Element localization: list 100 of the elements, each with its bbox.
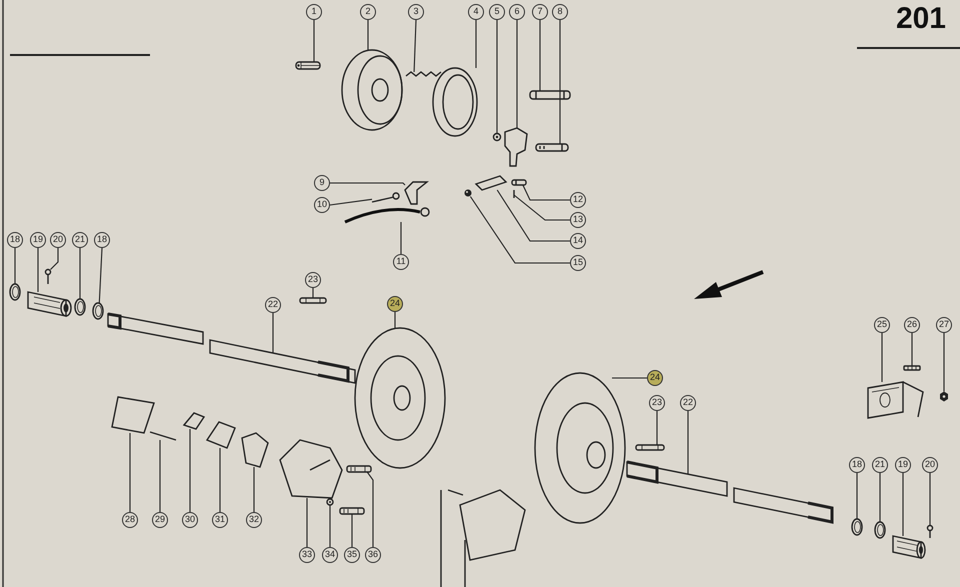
leader-line — [98, 248, 103, 304]
caliper-drawing — [279, 439, 343, 499]
leader-line — [351, 514, 353, 547]
callout-number: 1 — [306, 4, 322, 20]
grease-nipple-drawing — [44, 268, 52, 284]
callout-number: 28 — [122, 512, 138, 528]
callout-number: 15 — [570, 255, 586, 271]
leader-line — [272, 313, 274, 353]
washer-drawing — [326, 498, 334, 506]
callout-number: 26 — [904, 317, 920, 333]
callout-number: 6 — [509, 4, 525, 20]
callout-number: 2 — [360, 4, 376, 20]
callout-number: 4 — [468, 4, 484, 20]
leader-line — [911, 333, 913, 366]
lever-drawing — [504, 127, 528, 167]
callout-number: 24 — [387, 296, 403, 312]
axle-shaft-drawing — [106, 312, 356, 384]
bracket-drawing — [867, 381, 924, 419]
ring-drawing — [874, 521, 886, 539]
leader-line — [856, 473, 858, 519]
ring-drawing — [92, 302, 104, 320]
bolt-drawing — [346, 465, 372, 473]
callout-number: 25 — [874, 317, 890, 333]
callout-number: 18 — [94, 232, 110, 248]
leader-line — [400, 222, 402, 254]
leader-line — [367, 20, 369, 50]
callout-number: 14 — [570, 233, 586, 249]
cable-drawing — [344, 207, 430, 224]
callout-number: 22 — [680, 395, 696, 411]
plate-drawing — [206, 421, 236, 449]
callout-number: 23 — [649, 395, 665, 411]
leader-line — [656, 411, 658, 445]
leader-line — [514, 194, 570, 221]
callout-number: 30 — [182, 512, 198, 528]
callout-number: 29 — [152, 512, 168, 528]
callout-number: 27 — [936, 317, 952, 333]
washer-drawing — [492, 132, 502, 142]
page-number: 201 — [896, 2, 946, 36]
bushing-drawing — [27, 291, 72, 317]
leader-line — [414, 20, 417, 72]
spring-drawing — [150, 431, 176, 441]
clip-drawing — [182, 412, 206, 430]
leader-line — [687, 411, 689, 474]
callout-number: 8 — [552, 4, 568, 20]
callout-number: 13 — [570, 212, 586, 228]
leader-line — [539, 20, 541, 91]
nut-drawing — [940, 392, 948, 402]
leader-line — [470, 196, 570, 264]
leader-line — [559, 20, 561, 144]
ring-drawing — [74, 298, 86, 316]
callout-number: 20 — [922, 457, 938, 473]
plate-drawing — [111, 396, 155, 434]
leader-line — [475, 20, 477, 68]
leader-line — [79, 248, 81, 299]
wheel-hub-drawing — [354, 327, 446, 469]
leader-line — [516, 20, 518, 128]
callout-number: 21 — [872, 457, 888, 473]
leader-line — [366, 472, 374, 547]
leader-line — [313, 20, 315, 62]
leader-line — [330, 182, 406, 186]
ring-drawing — [851, 518, 863, 536]
callout-number: 3 — [408, 4, 424, 20]
callout-number: 20 — [50, 232, 66, 248]
pin-drawing — [511, 179, 527, 186]
leader-line — [189, 429, 191, 512]
lever-drawing — [404, 181, 429, 205]
callout-number: 22 — [265, 297, 281, 313]
pin-drawing — [529, 90, 571, 100]
callout-number: 21 — [72, 232, 88, 248]
leader-line — [496, 190, 570, 242]
leader-line — [14, 248, 16, 284]
callout-number: 5 — [489, 4, 505, 20]
leader-line — [329, 505, 331, 547]
leader-line — [330, 198, 372, 206]
callout-number: 19 — [30, 232, 46, 248]
grease-nipple-drawing — [926, 524, 934, 538]
callout-number: 31 — [212, 512, 228, 528]
leader-line — [312, 288, 314, 298]
callout-number: 24 — [647, 370, 663, 386]
brake-shoe-drawing — [432, 67, 478, 137]
bushing-drawing — [892, 535, 926, 559]
callout-number: 7 — [532, 4, 548, 20]
wheel-hub-drawing — [534, 372, 626, 524]
bolt-drawing — [535, 143, 569, 152]
key-drawing — [299, 297, 327, 304]
sleeve-drawing — [474, 175, 508, 191]
leader-line — [943, 333, 945, 392]
callout-number: 36 — [365, 547, 381, 563]
leader-line — [159, 440, 161, 512]
leader-line — [394, 312, 396, 328]
bolt-drawing — [339, 507, 365, 515]
callout-number: 23 — [305, 272, 321, 288]
callout-number: 10 — [314, 197, 330, 213]
callout-number: 12 — [570, 192, 586, 208]
callout-number: 19 — [895, 457, 911, 473]
callout-number: 11 — [393, 254, 409, 270]
leader-line — [929, 473, 931, 526]
brake-drum-drawing — [341, 49, 403, 131]
callout-number: 33 — [299, 547, 315, 563]
screw-drawing — [903, 365, 921, 371]
